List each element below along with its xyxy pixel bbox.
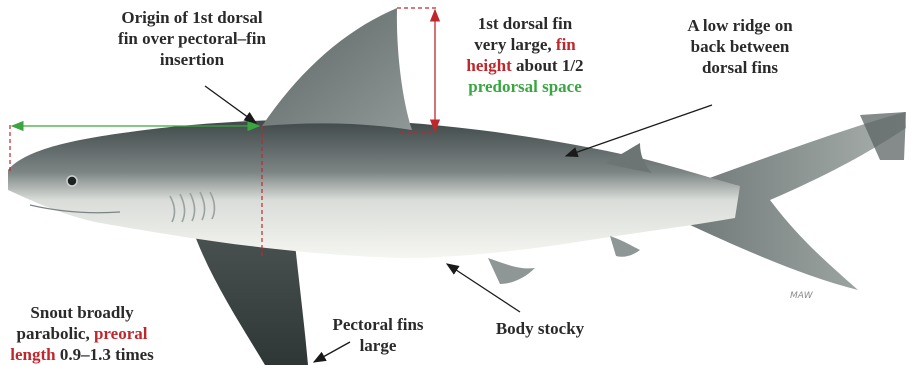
eye [67,176,77,186]
shark-body [8,120,740,259]
body-label: Body stocky [470,318,610,339]
dorsal-origin-label: Origin of 1st dorsal fin over pectoral–f… [92,7,292,70]
artist-signature: MAW [790,291,814,301]
snout-label: Snout broadly parabolic, preoral length … [0,302,172,365]
pelvic-fin [488,258,535,284]
anal-fin [610,236,640,257]
dorsal-origin-pointer [205,86,256,123]
ridge-label: A low ridge on back between dorsal fins [660,15,820,78]
pectoral-label: Pectoral fins large [318,314,438,356]
dorsal-fin-label: 1st dorsal fin very large, fin height ab… [450,13,600,97]
